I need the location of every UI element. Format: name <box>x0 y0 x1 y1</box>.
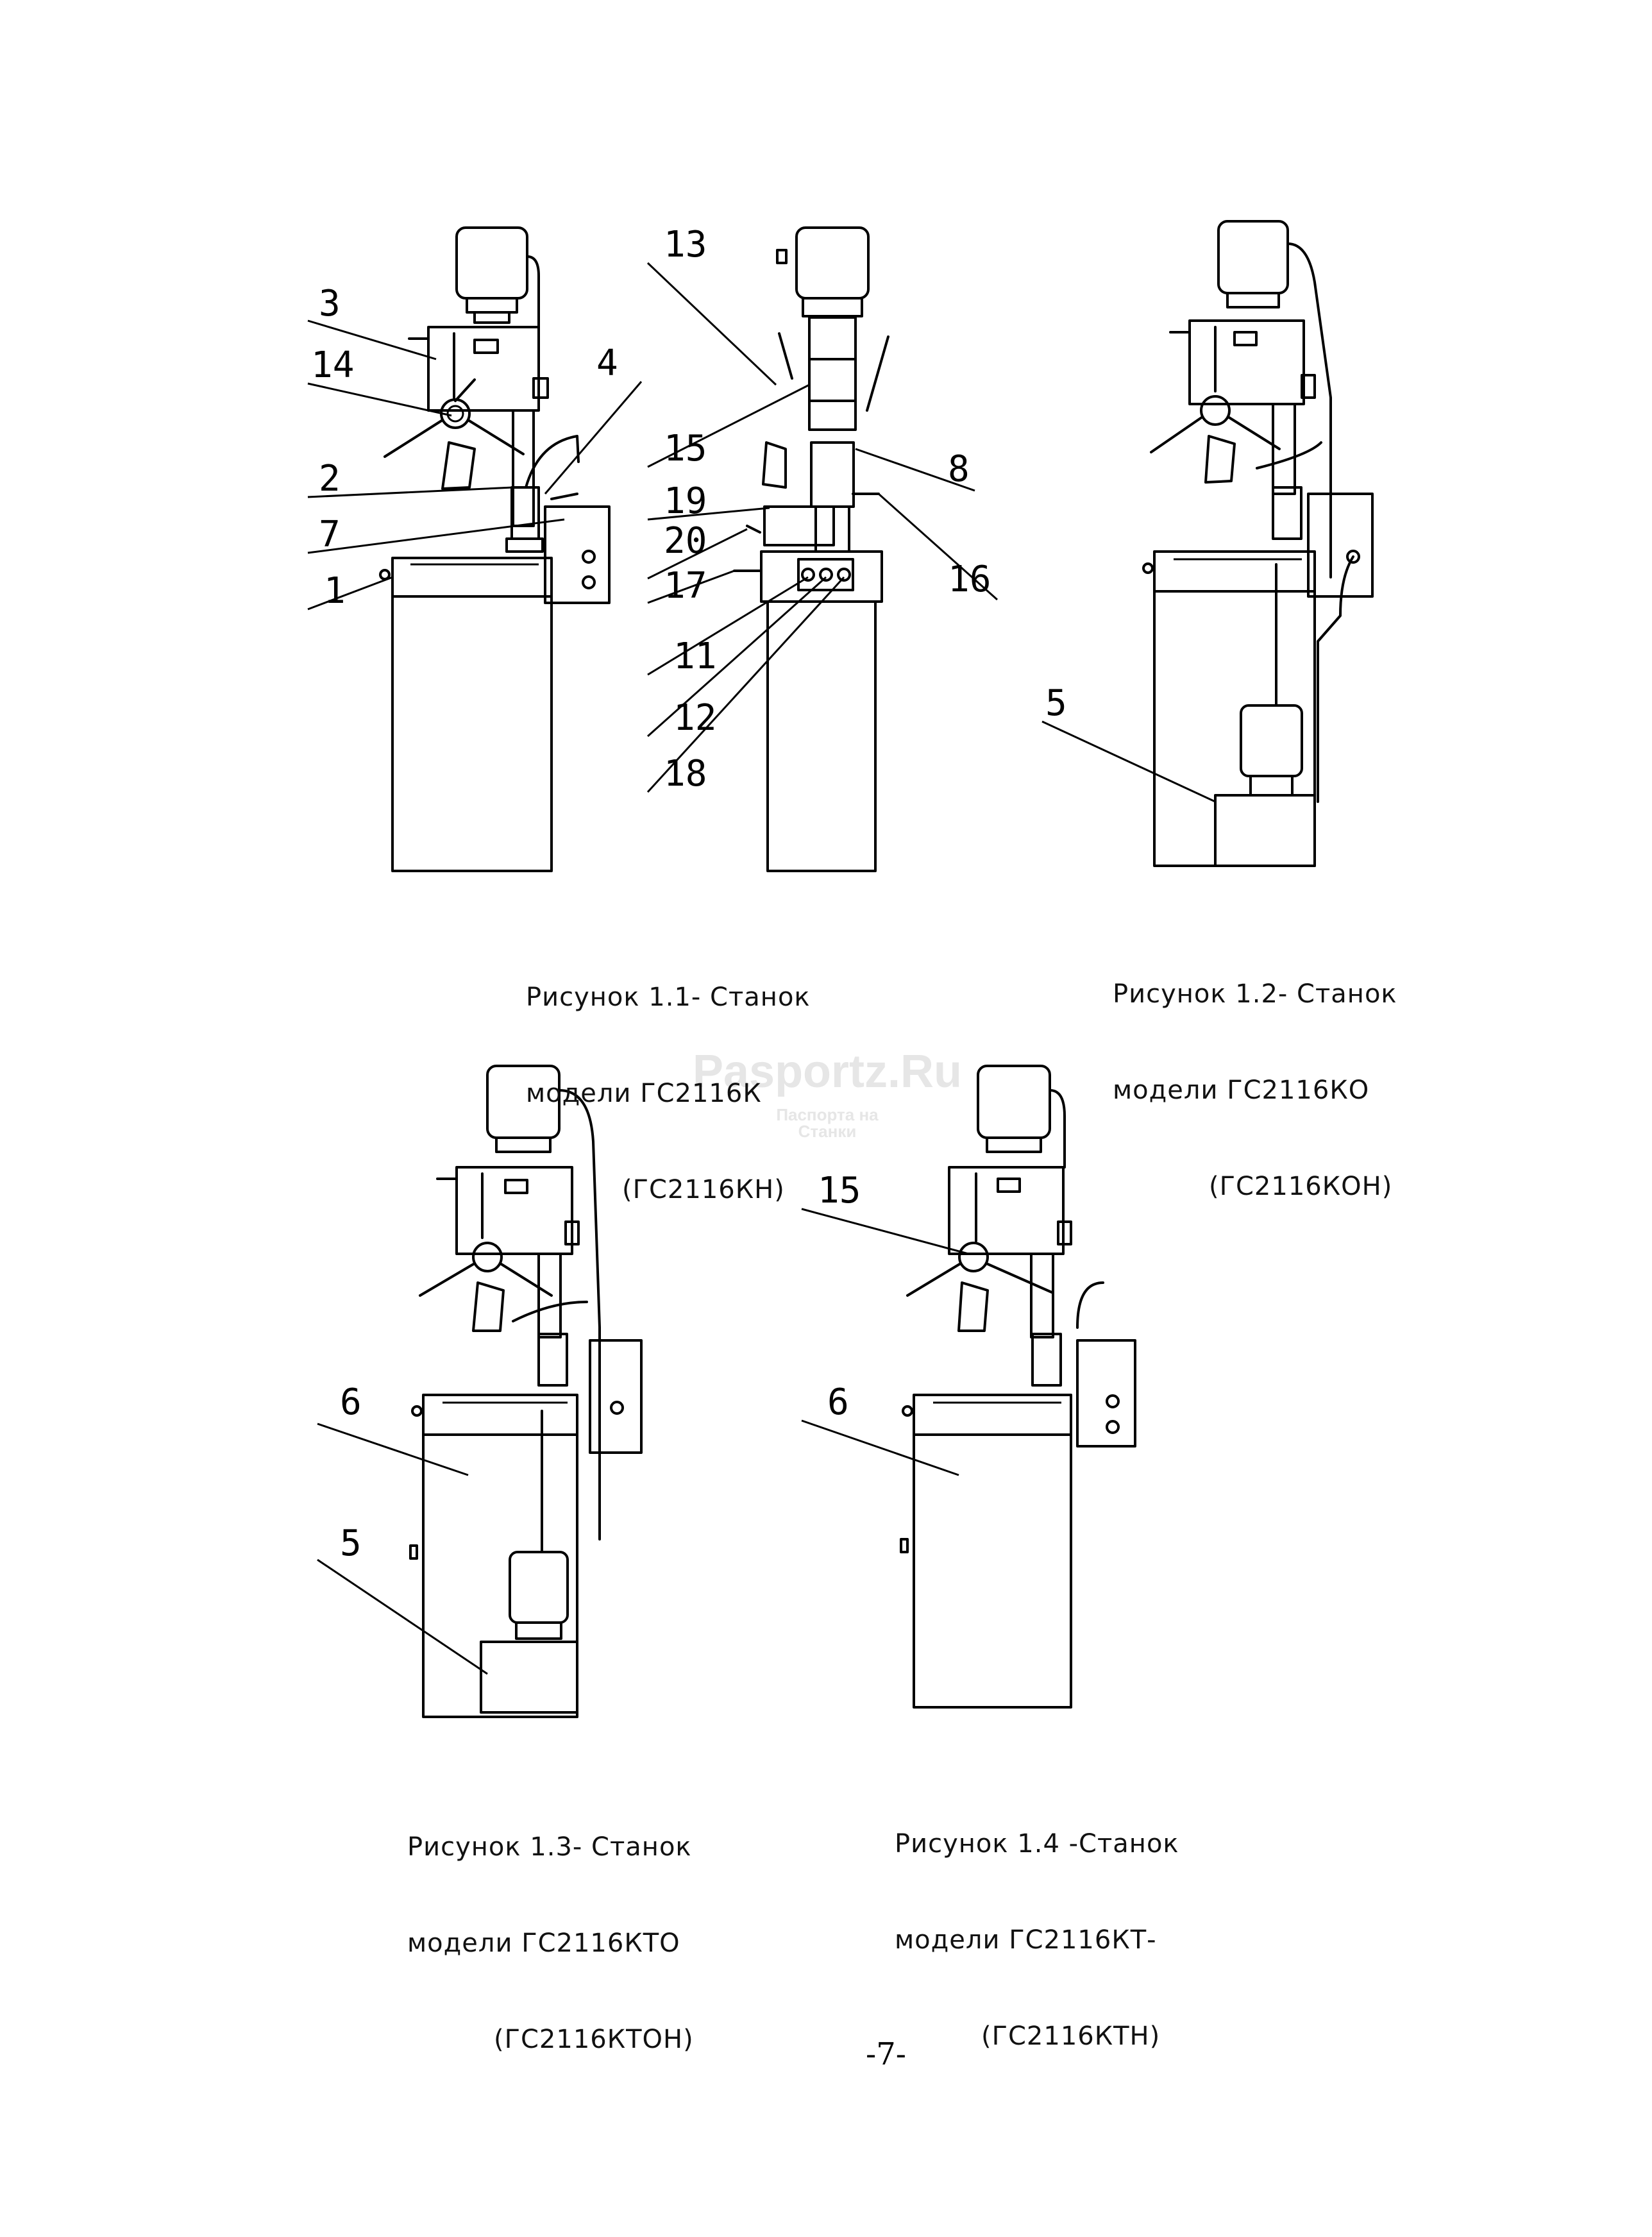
caption-line-1: Рисунок 1.2- Станок <box>1113 979 1397 1009</box>
caption-line-3: (ГС2116КОН) <box>1209 1172 1393 1201</box>
callout-fig1-1: 1 <box>324 570 346 612</box>
watermark-title: Pasportz.Ru <box>692 1046 963 1097</box>
callout-fig1-2: 2 <box>319 458 341 500</box>
caption-line-3: (ГС2116КТН) <box>981 2022 1161 2051</box>
callout-fig1-4: 4 <box>596 342 618 384</box>
callout-fig4-15: 15 <box>818 1170 861 1211</box>
figure-1-4-caption: Рисунок 1.4 -Станок модели ГС2116КТ- (ГС… <box>895 1764 1179 2084</box>
figure-1-1-front-view: 13 15 8 19 20 16 17 11 12 18 <box>646 224 998 872</box>
figure-1-2-drawing: 5 <box>1041 220 1374 867</box>
watermark-subtitle: Паспорта на Станки <box>725 1106 930 1140</box>
figure-1-1-side-view: 3 14 4 2 7 1 <box>307 226 643 872</box>
caption-line-3: (ГС2116КН) <box>622 1175 785 1204</box>
watermark-subtitle-line1: Паспорта на <box>776 1105 879 1124</box>
figure-1-3-caption: Рисунок 1.3- Станок модели ГС2116КТО (ГС… <box>407 1767 694 2088</box>
caption-line-2: модели ГС2116КТО <box>407 1929 680 1958</box>
callout-20: 20 <box>664 520 707 562</box>
callout-fig1-3: 3 <box>319 283 341 325</box>
figure-1-1-caption: Рисунок 1.1- Станок модели ГС2116К (ГС21… <box>526 917 811 1238</box>
callout-18: 18 <box>664 753 707 795</box>
figure-1-3-drawing: 6 5 <box>317 1065 643 1718</box>
caption-line-1: Рисунок 1.4 -Станок <box>895 1829 1179 1859</box>
caption-line-2: модели ГС2116КТ- <box>895 1925 1157 1955</box>
callout-fig3-6: 6 <box>340 1381 362 1423</box>
caption-line-1: Рисунок 1.3- Станок <box>407 1832 692 1862</box>
callout-8: 8 <box>948 448 970 490</box>
callout-11: 11 <box>673 636 716 677</box>
callout-15: 15 <box>664 428 707 469</box>
callout-fig3-5: 5 <box>340 1523 362 1564</box>
callout-fig4-6: 6 <box>827 1381 849 1423</box>
caption-line-2: модели ГС2116КО <box>1113 1076 1370 1105</box>
callout-fig2-5: 5 <box>1045 682 1067 724</box>
caption-line-2: модели ГС2116К <box>526 1079 762 1108</box>
caption-line-3: (ГС2116КТОН) <box>494 2025 694 2054</box>
page-number: -7- <box>866 2036 906 2072</box>
callout-19: 19 <box>664 480 707 522</box>
caption-line-1: Рисунок 1.1- Станок <box>526 983 811 1012</box>
callout-17: 17 <box>664 565 707 607</box>
callout-16: 16 <box>948 559 991 600</box>
figure-1-4-drawing: 15 6 <box>801 1065 1136 1709</box>
figure-1-2-caption: Рисунок 1.2- Станок модели ГС2116КО (ГС2… <box>1113 914 1397 1235</box>
callout-fig1-7: 7 <box>319 514 341 555</box>
watermark-subtitle-line2: Станки <box>798 1122 857 1141</box>
callout-12: 12 <box>673 697 716 739</box>
callout-13: 13 <box>664 224 707 266</box>
callout-fig1-14: 14 <box>311 344 354 386</box>
